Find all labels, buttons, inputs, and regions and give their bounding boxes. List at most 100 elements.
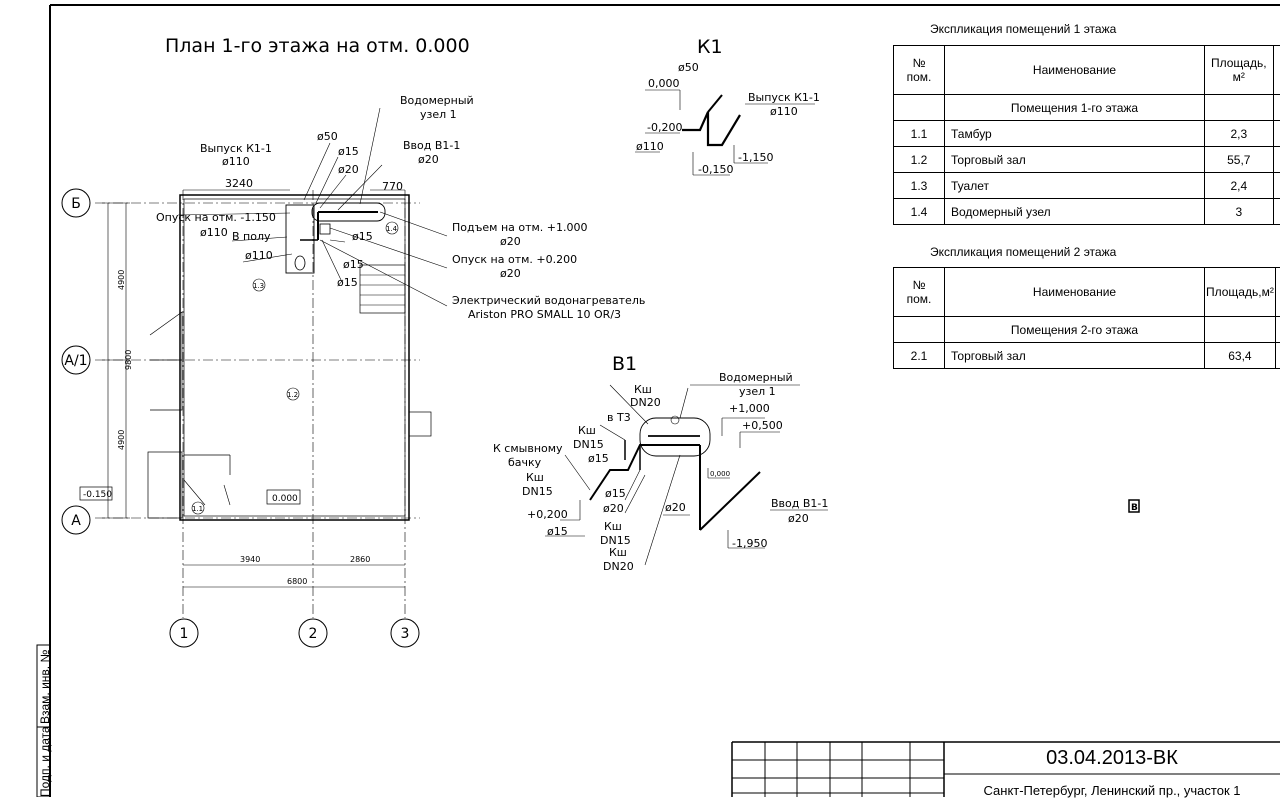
b1-vt3: в Т3	[607, 411, 631, 424]
plan-phi50: ø50	[317, 130, 338, 143]
dim-2860: 2860	[350, 555, 370, 564]
floor1-header-name: Наименование	[945, 46, 1205, 95]
plan-vypusk: Выпуск К1-1	[200, 142, 272, 155]
plan-phi15d: ø15	[337, 276, 358, 289]
dim-3240: 3240	[225, 177, 253, 190]
floor2-section: Помещения 2-го этажа	[945, 317, 1205, 343]
k1-phi110: ø110	[636, 140, 664, 153]
plan-opusk2: Опуск на отм. +0.200	[452, 253, 577, 266]
plan-phi20c: ø20	[500, 235, 521, 248]
table-row: 1.2 Торговый зал 55,7	[894, 147, 1280, 173]
b1-labels: В1 Кш DN20 в Т3 Водомерный узел 1 +1,000…	[493, 353, 828, 573]
b1-smyv: К смывному	[493, 442, 563, 455]
b1-dn20a: DN20	[630, 396, 661, 409]
axis-2: 2	[309, 626, 318, 642]
dim-770: 770	[382, 180, 403, 193]
b1-kw1: Кш	[634, 383, 652, 396]
plan-vodomerny: Водомерный	[400, 94, 474, 107]
b1-z0000: 0,000	[710, 470, 730, 478]
axis-3: 3	[401, 626, 410, 642]
floor2-header-name: Наименование	[945, 268, 1205, 317]
room-name: Тамбур	[945, 121, 1205, 147]
plan-phi20b: ø20	[338, 163, 359, 176]
room-area: 2,4	[1205, 173, 1274, 199]
plan-phi15b: ø15	[352, 230, 373, 243]
room-area: 63,4	[1205, 343, 1276, 369]
plan-phi15c: ø15	[343, 258, 364, 271]
plan-podem: Подъем на отм. +1.000	[452, 221, 588, 234]
room-name: Торговый зал	[945, 343, 1205, 369]
b1-p0500: +0,500	[742, 419, 783, 432]
plan-phi110a: ø110	[222, 155, 250, 168]
dim-9800: 9800	[124, 350, 133, 370]
b1-kw4: Кш	[604, 520, 622, 533]
level-0000: 0.000	[272, 494, 298, 504]
room-tag-14: 1.4	[386, 225, 398, 233]
axis-a: А	[71, 513, 81, 529]
b1-title: В1	[612, 353, 637, 375]
b1-vodomerny: Водомерный	[719, 371, 793, 384]
k1-phi50: ø50	[678, 61, 699, 74]
marker-letter: В	[1131, 503, 1138, 513]
k1-phi110b: ø110	[770, 105, 798, 118]
b1-phi20b: ø20	[665, 501, 686, 514]
b1-phi20c: ø20	[788, 512, 809, 525]
b1-phi15c: ø15	[605, 487, 626, 500]
floor1-header-area: Площадь, м²	[1205, 46, 1274, 95]
b1-kw2: Кш	[578, 424, 596, 437]
k1-m0200: -0,200	[647, 121, 682, 134]
room-name: Торговый зал	[945, 147, 1205, 173]
b1-dn20b: DN20	[603, 560, 634, 573]
room-num: 1.3	[894, 173, 945, 199]
axis-1: 1	[180, 626, 189, 642]
plan-phi110b: ø110	[200, 226, 228, 239]
floor2-table: № пом. Наименование Площадь,м² Помещения…	[893, 267, 1280, 369]
b1-bachok: бачку	[508, 456, 542, 469]
floor1-header-num: № пом.	[894, 46, 945, 95]
table-row: 2.1 Торговый зал 63,4	[894, 343, 1280, 369]
k1-title: К1	[697, 36, 723, 58]
side-label-podp: Подп. и дата	[38, 726, 52, 797]
plan-uzel1: узел 1	[420, 108, 457, 121]
plan-heater: Электрический водонагреватель	[452, 294, 645, 307]
k1-labels: К1 ø50 0,000 -0,200 ø110 -0,150 -1,150 В…	[636, 36, 820, 176]
dim-4900-top: 4900	[117, 270, 126, 290]
drawing-address: Санкт-Петербург, Ленинский пр., участок …	[944, 783, 1280, 798]
b1-uzel1: узел 1	[739, 385, 776, 398]
room-tag-13: 1.3	[253, 282, 264, 290]
b1-phi20a: ø20	[603, 502, 624, 515]
table-row: 1.1 Тамбур 2,3	[894, 121, 1280, 147]
axis-b: Б	[71, 196, 81, 212]
level-minus-0150: -0.150	[83, 490, 112, 500]
plan-phi20a: ø20	[418, 153, 439, 166]
floor2-caption: Экспликация помещений 2 этажа	[930, 245, 1116, 259]
b1-phi15a: ø15	[588, 452, 609, 465]
plan-heater-model: Ariston PRO SMALL 10 OR/3	[468, 308, 621, 321]
dim-6800: 6800	[287, 577, 307, 586]
drawing-code: 03.04.2013-ВК	[944, 743, 1280, 773]
k1-m1150: -1,150	[738, 151, 773, 164]
dim-4900-bottom: 4900	[117, 430, 126, 450]
b1-dn15a: DN15	[573, 438, 604, 451]
plan-phi110c: ø110	[245, 249, 273, 262]
b1-p1000: +1,000	[729, 402, 770, 415]
dim-3940: 3940	[240, 555, 260, 564]
b1-dn15b: DN15	[522, 485, 553, 498]
plan-vpolu: В полу	[232, 230, 271, 243]
room-area: 55,7	[1205, 147, 1274, 173]
floor1-caption: Экспликация помещений 1 этажа	[930, 22, 1116, 36]
room-tag-11: 1.1	[192, 505, 203, 513]
b1-phi15b: ø15	[547, 525, 568, 538]
floor-plan-labels: План 1-го этажа на отм. 0.000 Б А/1 А 1 …	[64, 35, 645, 642]
k1-m0150: -0,150	[698, 163, 733, 176]
k1-vypusk: Выпуск К1-1	[748, 91, 820, 104]
floor2-header-num: № пом.	[894, 268, 945, 317]
table-row: 1.3 Туалет 2,4	[894, 173, 1280, 199]
table-row: 1.4 Водомерный узел 3	[894, 199, 1280, 225]
room-area: 3	[1205, 199, 1274, 225]
room-name: Туалет	[945, 173, 1205, 199]
side-label-vzam: Взам. инв. №	[38, 650, 52, 724]
room-num: 2.1	[894, 343, 945, 369]
plan-phi15a: ø15	[338, 145, 359, 158]
room-num: 1.4	[894, 199, 945, 225]
